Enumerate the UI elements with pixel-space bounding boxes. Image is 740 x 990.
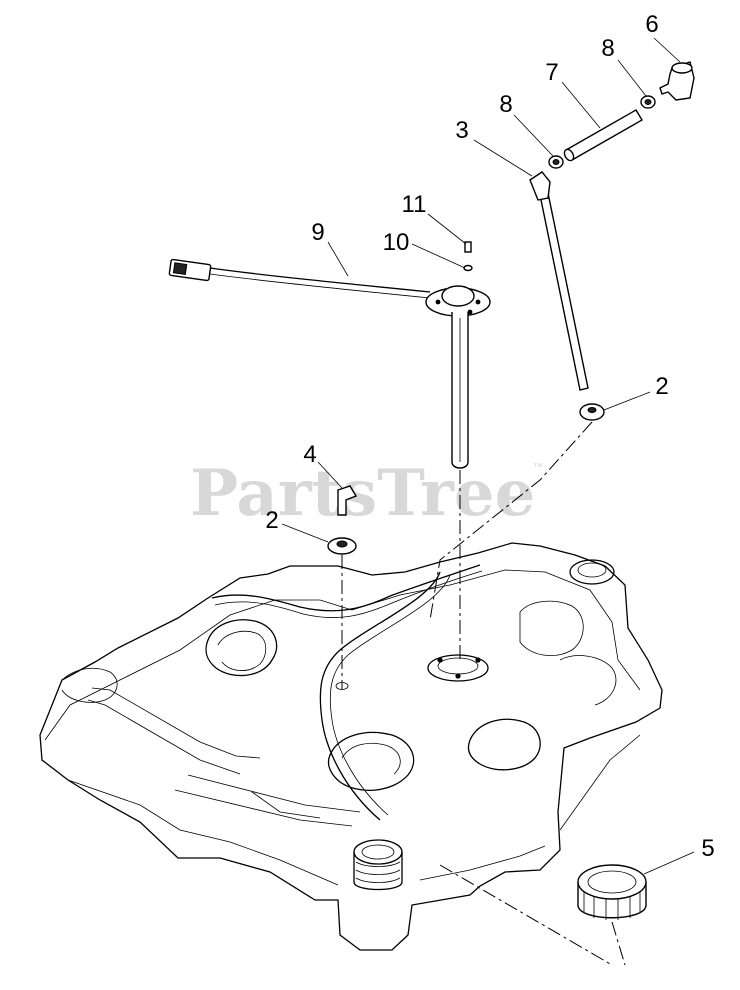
callout-9[interactable]: 9 xyxy=(311,219,324,246)
fuel-cap-part-5[interactable] xyxy=(577,864,647,920)
callout-3[interactable]: 3 xyxy=(455,117,468,144)
callout-5[interactable]: 5 xyxy=(701,835,714,862)
vent-tube-part-3[interactable] xyxy=(529,171,589,391)
elbow-fitting-part-4[interactable] xyxy=(337,485,358,516)
callout-4[interactable]: 4 xyxy=(303,441,316,468)
callout-8-right[interactable]: 8 xyxy=(601,35,614,62)
watermark-text: PartsTree xyxy=(190,456,535,531)
callouts: 6 8 7 8 3 11 10 9 2 4 2 5 xyxy=(265,11,714,862)
leader-lines xyxy=(281,37,695,875)
callout-2-upper[interactable]: 2 xyxy=(655,373,668,400)
sender-screw-part-11[interactable] xyxy=(464,241,472,253)
callout-2-lower[interactable]: 2 xyxy=(265,507,278,534)
grommet-part-2-lower[interactable] xyxy=(327,537,357,555)
fuel-hose-part-7[interactable] xyxy=(563,109,643,162)
fuel-sender-part-9[interactable] xyxy=(168,258,491,469)
watermark-trademark: ™ xyxy=(533,462,543,473)
hose-clamp-part-8-left[interactable] xyxy=(548,155,564,169)
hose-clamp-part-8-right[interactable] xyxy=(640,95,656,109)
vent-valve-part-6[interactable] xyxy=(659,61,695,101)
callout-7[interactable]: 7 xyxy=(545,59,558,86)
assembly-lines xyxy=(341,421,626,966)
callout-10[interactable]: 10 xyxy=(383,229,410,256)
sender-gasket-part-10[interactable] xyxy=(463,264,473,272)
callout-8-left[interactable]: 8 xyxy=(499,91,512,118)
watermark: PartsTree ™ xyxy=(190,456,543,531)
fuel-tank xyxy=(39,542,663,951)
callout-6[interactable]: 6 xyxy=(645,11,658,38)
grommet-part-2-upper[interactable] xyxy=(579,403,605,421)
callout-11[interactable]: 11 xyxy=(402,191,427,218)
